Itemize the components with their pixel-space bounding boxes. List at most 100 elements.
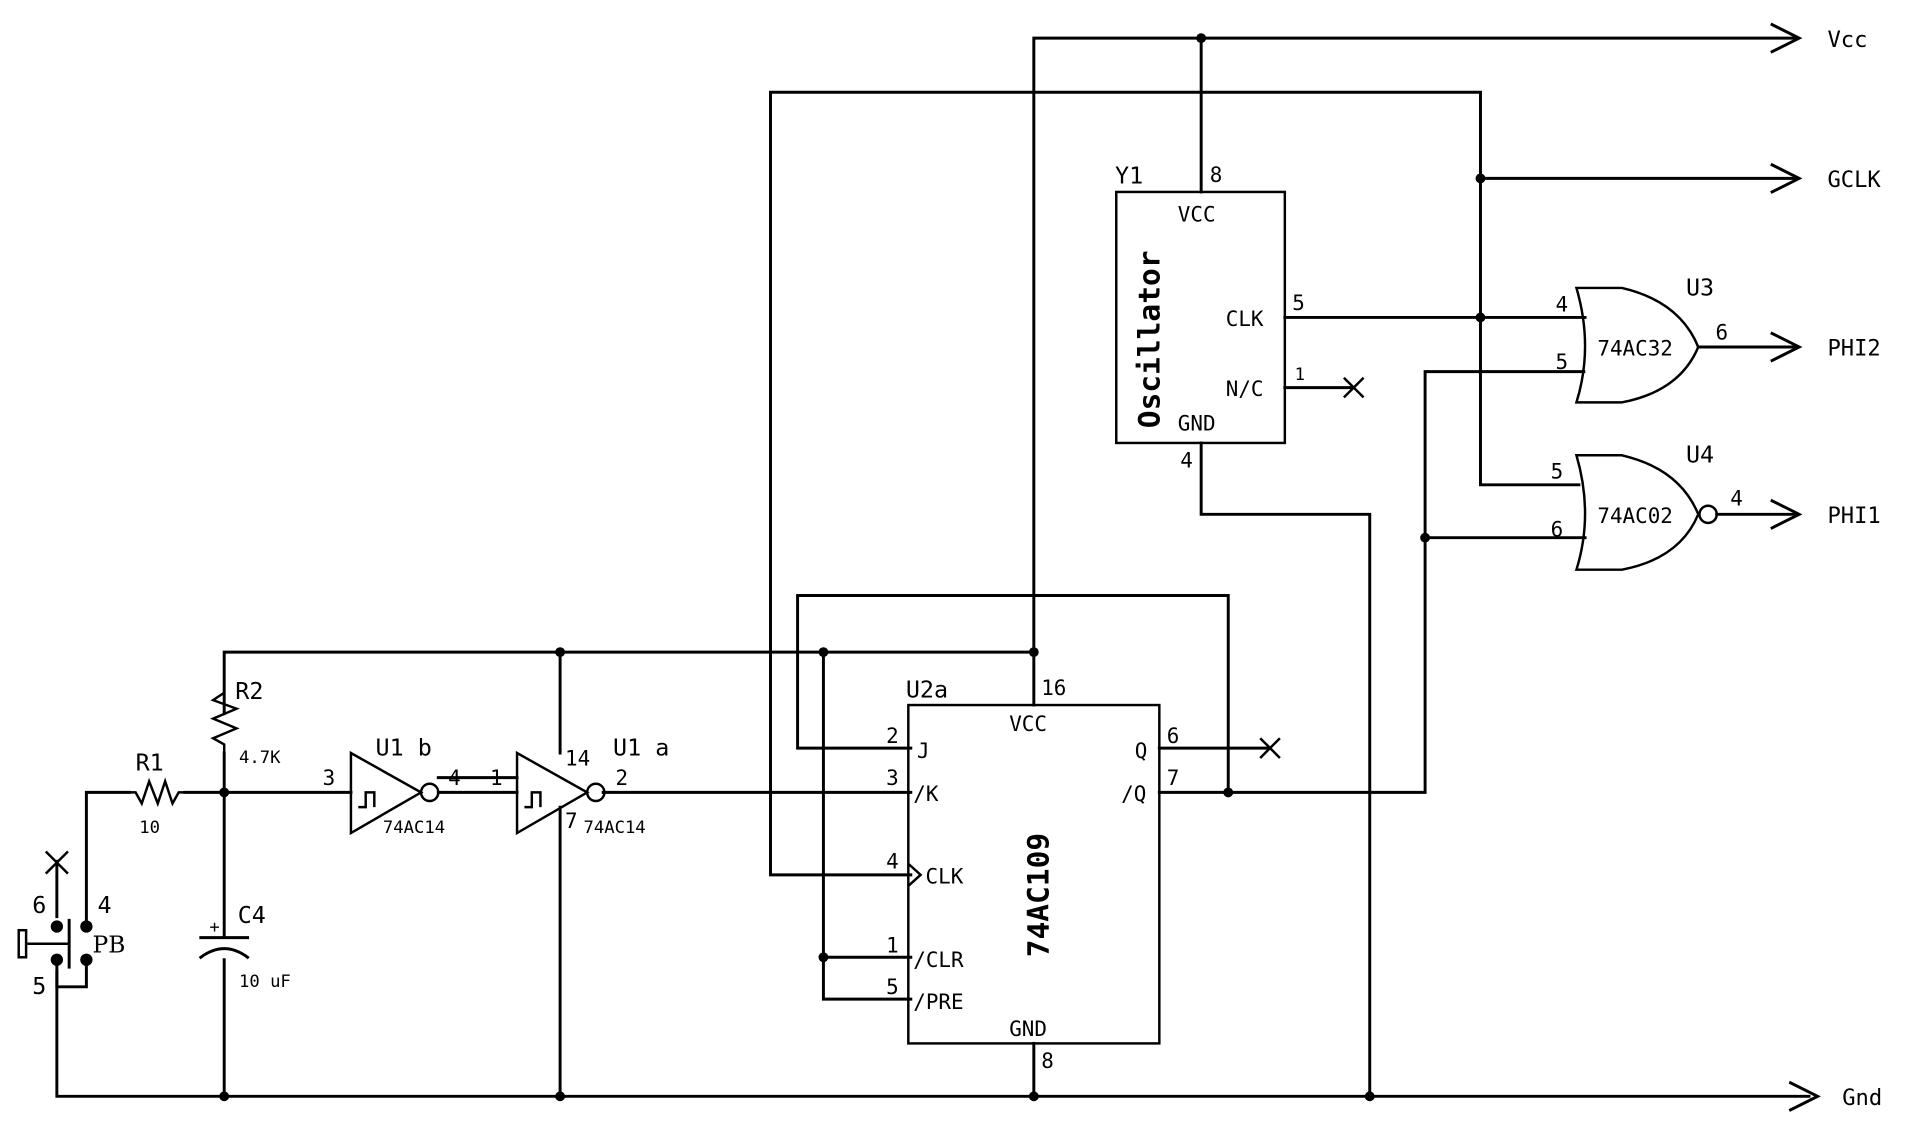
wire-clk-loop (769, 90, 1581, 877)
u4-part: 74AC02 (1597, 504, 1673, 528)
u1a-pin-in: 1 (490, 766, 503, 790)
u2a-label-pre: /PRE (913, 990, 963, 1014)
u4-pin-a: 5 (1551, 460, 1564, 484)
junction-dot (1475, 173, 1486, 184)
u3-pin-out: 6 (1715, 321, 1728, 345)
or-gate-u3: U3 74AC32 4 5 6 (1556, 273, 1728, 404)
arrow-icon (1770, 498, 1803, 530)
junction-dot (219, 1091, 230, 1102)
pb-contact (80, 920, 93, 933)
u2a-gnd-label: GND (1009, 1017, 1047, 1041)
u1a-pin-vcc: 14 (565, 746, 590, 770)
net-label-vcc: Vcc (1827, 27, 1867, 53)
r2-ref: R2 (235, 677, 263, 705)
pb-pin-6: 6 (32, 891, 46, 919)
schmitt-trigger-icon (358, 791, 376, 809)
u3-part: 74AC32 (1597, 337, 1673, 361)
u2a-pin-q: 6 (1167, 724, 1180, 748)
u2a-pin-clr: 1 (886, 933, 899, 957)
pb-contact (50, 953, 64, 966)
oscillator-y1: Y1 8 VCC CLK 5 N/C 1 GND 4 Oscillator (1115, 161, 1365, 473)
inversion-bubble (1698, 504, 1718, 525)
arrow-icon (1770, 331, 1803, 363)
inverter-u1a: U1 a 74AC14 1 2 14 7 (490, 733, 669, 838)
buffer-triangle-icon (515, 750, 590, 836)
u4-pin-out: 4 (1730, 487, 1743, 511)
y1-part: Oscillator (1132, 250, 1166, 428)
net-label-phi1: PHI1 (1827, 503, 1880, 529)
u3-pin-b: 5 (1556, 350, 1569, 374)
junction-dot (818, 647, 829, 658)
c4-ref: C4 (238, 901, 266, 929)
nc-x-icon (1343, 376, 1365, 399)
net-label-gnd: Gnd (1842, 1085, 1882, 1111)
arrow-icon (1770, 162, 1803, 194)
u2a-gnd-pin: 8 (1041, 1049, 1054, 1073)
inversion-bubble (585, 782, 606, 803)
net-ports: Vcc GCLK PHI2 PHI1 Gnd (1770, 22, 1882, 1112)
u2a-vcc-pin: 16 (1041, 676, 1066, 700)
y1-vcc-pin: 8 (1210, 163, 1223, 187)
u3-pin-a: 4 (1556, 292, 1569, 316)
c4-value: 10 uF (239, 972, 291, 992)
junction-dot (555, 1091, 566, 1102)
y1-vcc-label: VCC (1178, 202, 1216, 226)
arrow-icon (1770, 22, 1803, 54)
pb-pin-4: 4 (97, 891, 111, 919)
pb-pin-5: 5 (32, 972, 46, 1000)
u2a-pin-j: 2 (886, 724, 899, 748)
resistor-r2: R2 4.7K (209, 677, 281, 768)
wire-osc-gnd (1199, 441, 1372, 1098)
junction-dot (818, 952, 829, 963)
u2a-label-clk: CLK (926, 864, 964, 888)
resistor-r1: R1 10 (129, 748, 185, 838)
or-gate-icon (1574, 286, 1700, 404)
wire-vcc-rail (1032, 36, 1799, 654)
y1-clk-label: CLK (1226, 307, 1264, 331)
u1a-pin-gnd: 7 (565, 809, 578, 833)
u2a-pin-nq: 7 (1167, 766, 1180, 790)
c4-polarity: + (209, 918, 219, 938)
pb-nc-x-icon (44, 850, 69, 875)
inversion-bubble (419, 782, 440, 803)
ic-body (1115, 190, 1287, 445)
u2a-pin-clk: 4 (886, 850, 899, 874)
y1-gnd-pin: 4 (1180, 449, 1193, 473)
pb-ref: PB (93, 930, 126, 958)
q-nc-x-icon (1259, 737, 1281, 759)
junction-dot (1028, 1091, 1039, 1102)
junction-dot (1223, 787, 1234, 798)
nor-gate-u4: U4 74AC02 5 6 4 (1551, 441, 1743, 571)
u2a-label-clr: /CLR (913, 948, 964, 972)
wire-clr-pre (821, 650, 913, 1001)
y1-nc-label: N/C (1226, 377, 1264, 401)
pb-contact (50, 920, 64, 933)
inverter-u1b: U1 b 74AC14 3 4 (323, 733, 461, 838)
y1-gnd-label: GND (1178, 412, 1216, 436)
capacitor-curved-plate (198, 947, 250, 960)
junction-dot (1475, 312, 1486, 323)
u3-ref: U3 (1686, 273, 1714, 301)
r2-value: 4.7K (239, 748, 281, 768)
pushbutton-pb[interactable]: 6 4 5 PB (17, 850, 126, 1000)
pb-contact (80, 953, 93, 966)
u2a-label-q: Q (1135, 739, 1148, 763)
capacitor-c4: + C4 10 uF (198, 901, 291, 992)
y1-ref: Y1 (1115, 161, 1143, 189)
u2a-label-j: J (917, 739, 930, 763)
u1a-pin-out: 2 (615, 766, 628, 790)
y1-clk-pin: 5 (1292, 291, 1305, 315)
nor-gate-icon (1574, 454, 1700, 571)
u2a-label-k: /K (913, 782, 939, 806)
clock-edge-icon (907, 862, 923, 887)
flipflop-u2a: U2a VCC 16 GND 8 74AC109 2 J 3 /K 4 CLK … (886, 676, 1281, 1073)
junctions (219, 33, 1486, 1102)
u1b-ref: U1 b (376, 733, 432, 761)
u2a-pin-k: 3 (886, 766, 899, 790)
buffer-triangle-icon (349, 750, 424, 836)
u1b-part: 74AC14 (383, 818, 445, 838)
y1-nc-pin: 1 (1295, 365, 1305, 385)
resistor-icon (129, 777, 185, 808)
wire-gnd-rail (55, 958, 1811, 1098)
